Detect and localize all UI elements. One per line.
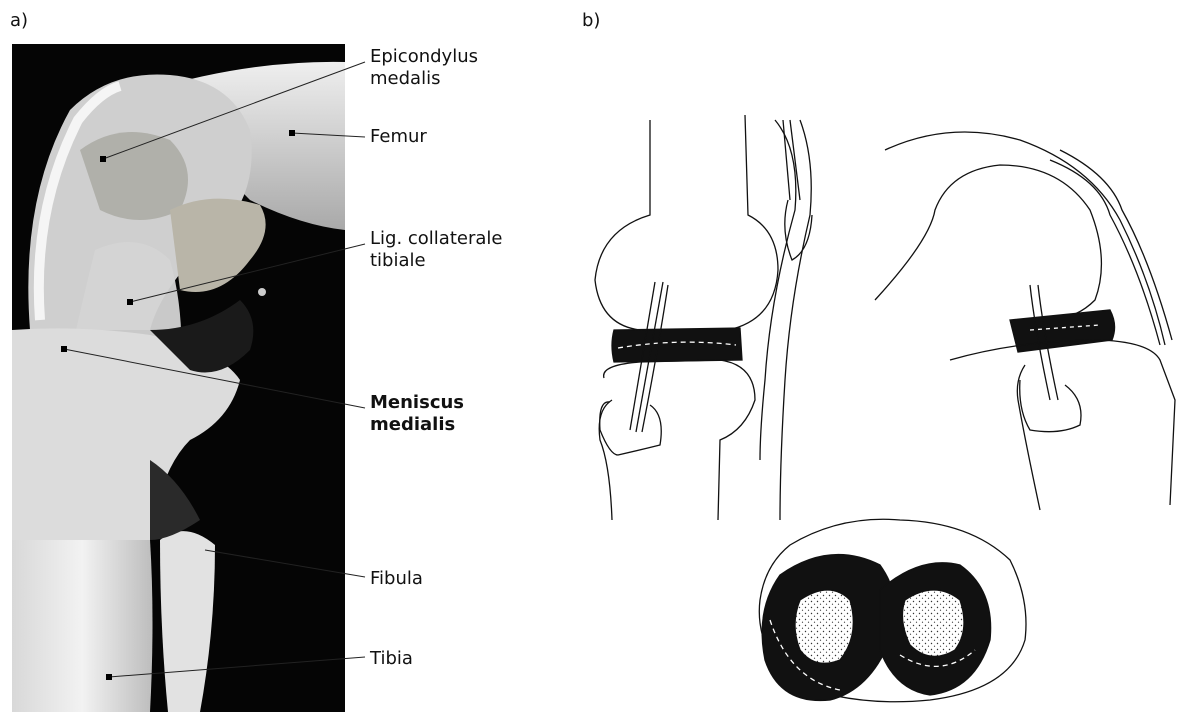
dissection-photo [12, 44, 345, 712]
pointer-dot-epicondylus [100, 156, 106, 162]
pointer-dot-tibia [106, 674, 112, 680]
pointer-dot-lig [127, 299, 133, 305]
pointer-dot-femur [289, 130, 295, 136]
meniscus-top-view-drawing [759, 519, 1026, 701]
knee-flexed-drawing [875, 132, 1175, 510]
knee-extended-drawing [595, 115, 812, 520]
pointer-dot-meniscus [61, 346, 67, 352]
